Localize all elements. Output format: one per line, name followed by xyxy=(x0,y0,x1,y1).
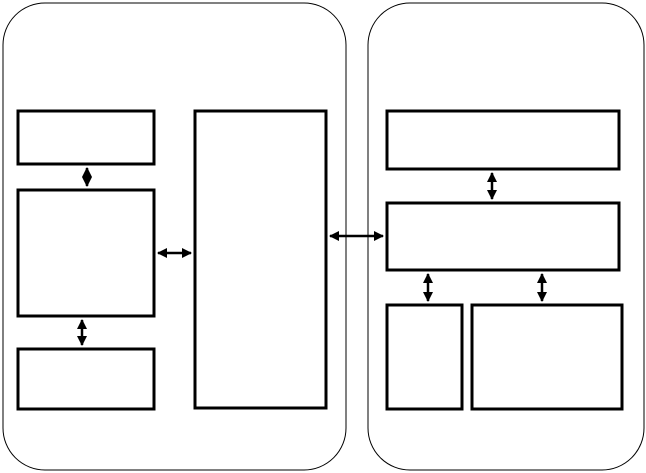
left-middle-block xyxy=(16,188,156,318)
right-middle-block xyxy=(385,201,621,272)
left-tall-block xyxy=(193,109,328,410)
left-top-block xyxy=(16,109,156,166)
right-top-block xyxy=(385,109,621,171)
right-bottom-right-block xyxy=(470,303,624,411)
right-bottom-left-block xyxy=(385,303,464,411)
left-bottom-block xyxy=(16,347,156,411)
